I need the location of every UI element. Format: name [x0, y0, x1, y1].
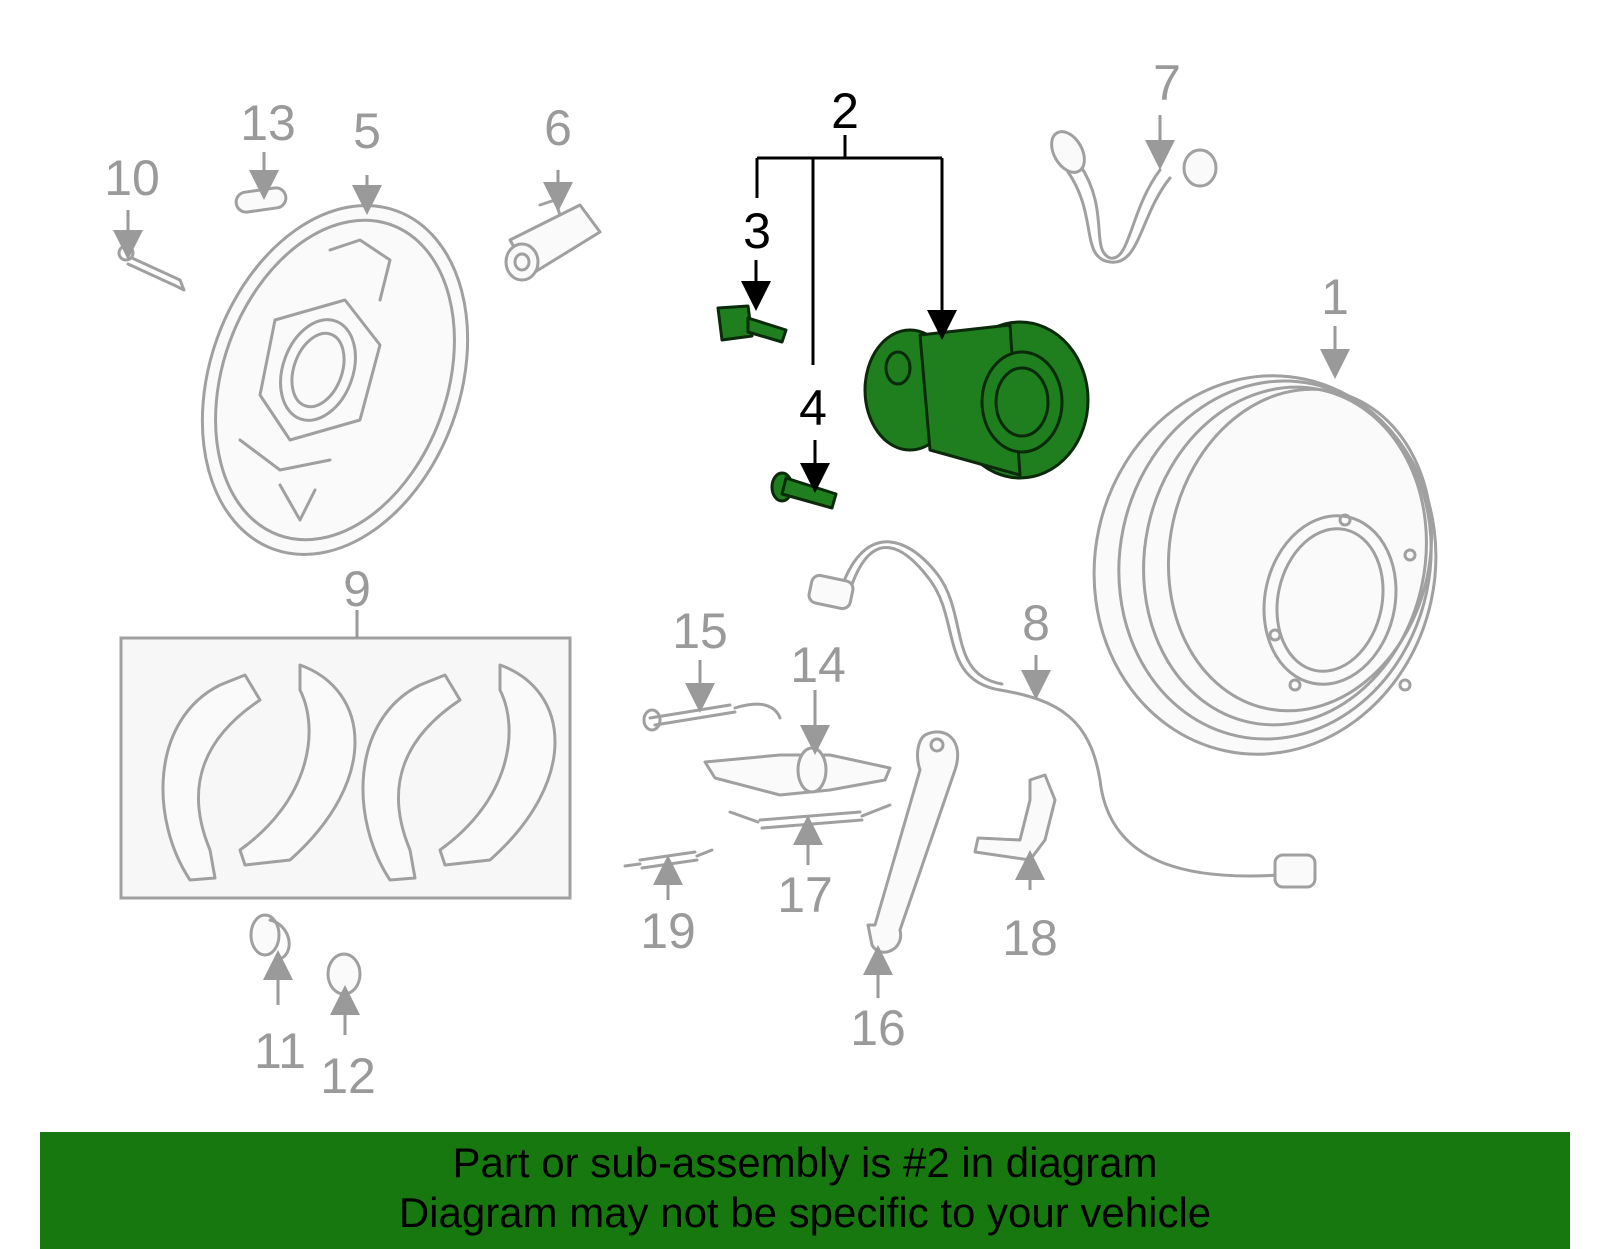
callout-11: 11 [254, 1023, 306, 1079]
callout-2: 2 [831, 83, 859, 139]
adjuster-assembly[interactable] [703, 746, 892, 797]
callout-17: 17 [777, 867, 833, 923]
banner-line-1: Part or sub-assembly is #2 in diagram [452, 1139, 1158, 1186]
hub-bolt[interactable] [716, 304, 788, 344]
callout-9: 9 [343, 561, 371, 617]
callout-7: 7 [1153, 55, 1181, 111]
callout-3: 3 [743, 203, 771, 259]
plug[interactable] [234, 186, 288, 214]
callout-13: 13 [240, 95, 296, 151]
callout-10: 10 [104, 150, 160, 206]
abs-sensor-wire[interactable] [807, 540, 1317, 889]
return-spring[interactable] [728, 803, 892, 830]
brake-drum[interactable] [1059, 344, 1471, 786]
callout-8: 8 [1022, 595, 1050, 651]
callout-14: 14 [790, 637, 846, 693]
washer[interactable] [326, 952, 362, 996]
callout-4: 4 [799, 380, 827, 436]
callout-15: 15 [672, 603, 728, 659]
callout-16: 16 [850, 1000, 906, 1056]
callout-12: 12 [320, 1048, 376, 1104]
backing-plate[interactable] [156, 168, 514, 592]
callout-19: 19 [640, 903, 696, 959]
callout-labels: 1 2 3 4 5 6 7 8 9 10 11 12 13 14 15 16 1… [104, 55, 1349, 1104]
callout-5: 5 [353, 103, 381, 159]
hub-bearing-assembly[interactable] [863, 320, 1090, 480]
wheel-cylinder[interactable] [504, 198, 602, 282]
callout-6: 6 [544, 100, 572, 156]
strut-bracket[interactable] [973, 773, 1057, 862]
brake-shoe-set[interactable] [119, 636, 572, 900]
callout-1: 1 [1321, 269, 1349, 325]
banner-line-2: Diagram may not be specific to your vehi… [398, 1189, 1212, 1236]
wheel-stud[interactable] [770, 471, 838, 510]
callout-18: 18 [1002, 910, 1058, 966]
small-spring[interactable] [623, 848, 714, 870]
leader-lines [113, 115, 1350, 1035]
brake-hose[interactable] [1045, 126, 1218, 264]
adjuster-spring[interactable] [642, 702, 782, 732]
info-banner: Part or sub-assembly is #2 in diagram Di… [40, 1132, 1570, 1249]
spring-cup[interactable] [249, 913, 291, 960]
hold-down-pin[interactable] [117, 244, 186, 292]
